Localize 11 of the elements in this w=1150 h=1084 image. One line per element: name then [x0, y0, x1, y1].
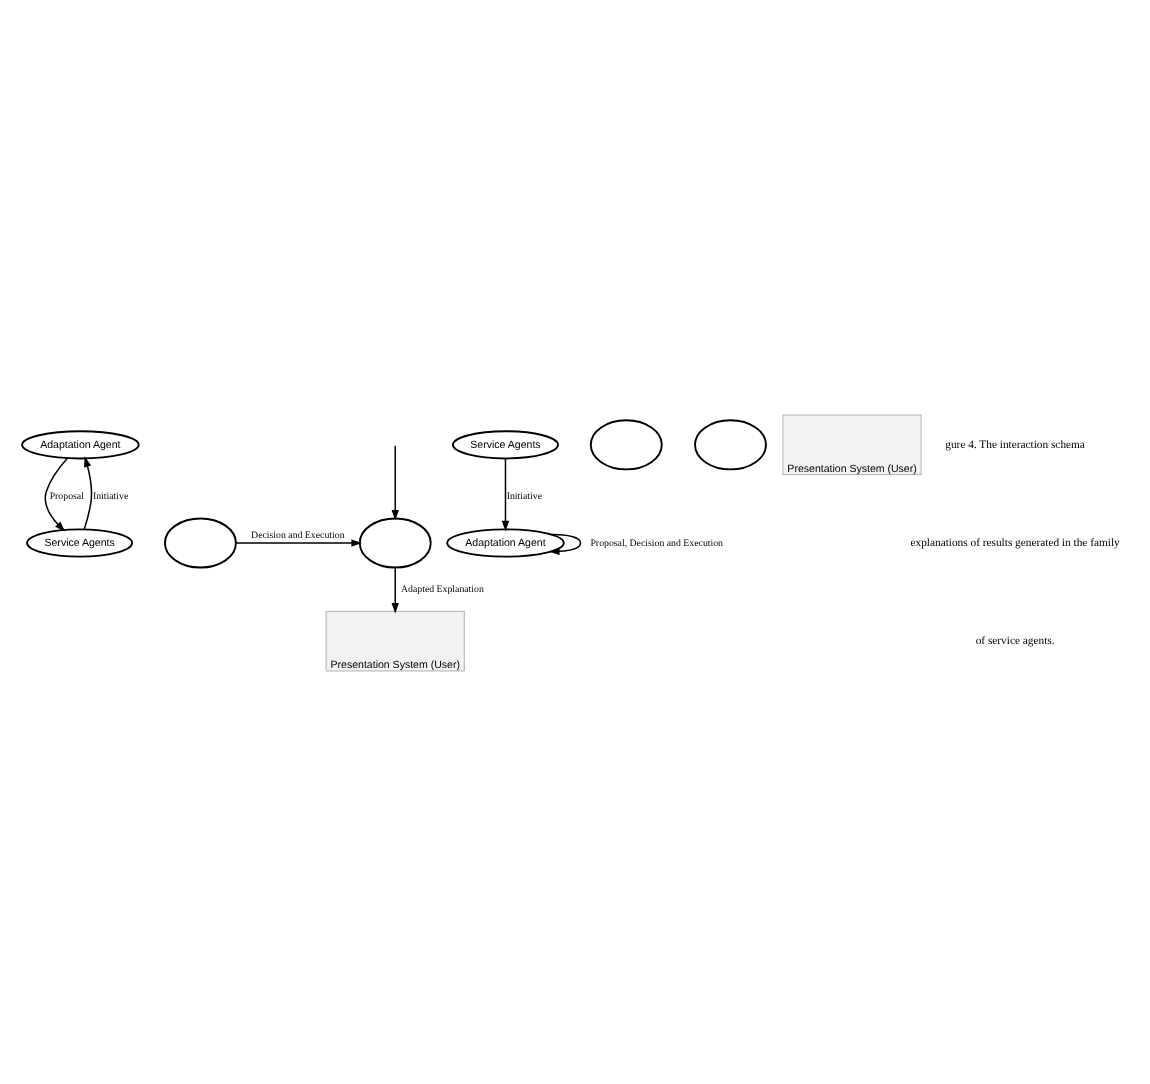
arrow — [44, 456, 69, 531]
node-circle — [589, 418, 663, 470]
arrow — [548, 532, 582, 554]
node-circle — [358, 516, 432, 568]
arrow — [83, 455, 93, 530]
node-circle — [164, 516, 237, 568]
arrow — [235, 538, 362, 546]
node-circle — [694, 418, 767, 470]
arrow — [391, 565, 399, 613]
arrow — [501, 456, 510, 531]
arrow — [391, 443, 399, 520]
